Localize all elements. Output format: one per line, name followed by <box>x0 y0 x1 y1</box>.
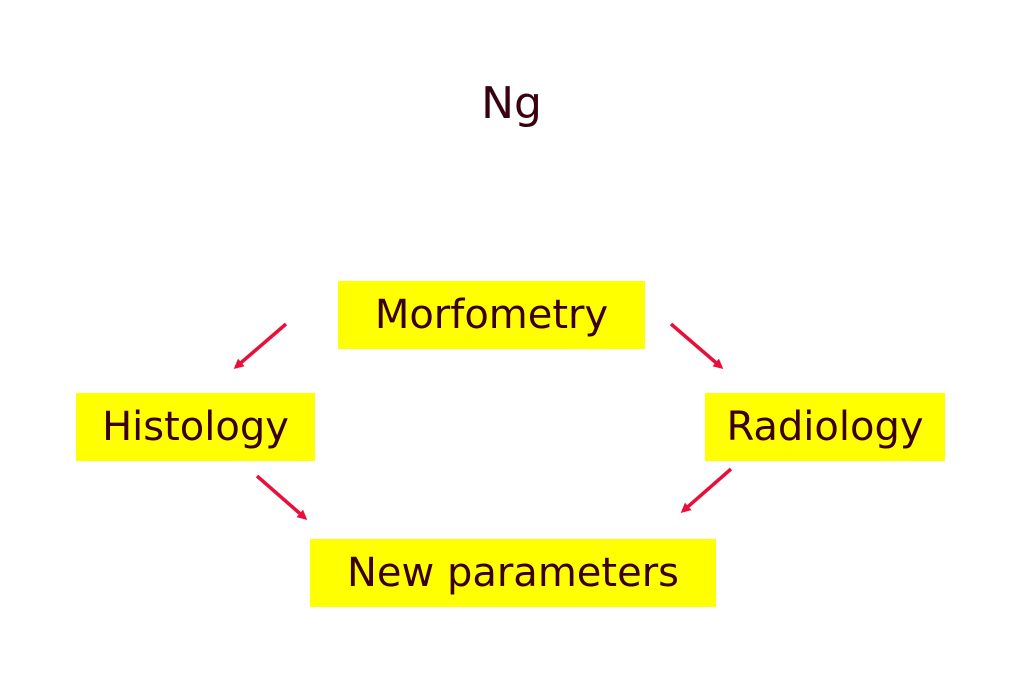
node-histology: Histology <box>76 393 315 461</box>
arrow-histology-to-new-parameters <box>255 474 308 520</box>
arrow-morfometry-to-radiology <box>669 322 724 369</box>
node-morfometry: Morfometry <box>338 281 645 349</box>
slide-title: Ng <box>481 78 542 129</box>
arrow-radiology-to-new-parameters <box>680 467 733 513</box>
node-new-parameters: New parameters <box>310 539 716 607</box>
node-radiology: Radiology <box>705 393 945 461</box>
arrow-morfometry-to-histology <box>233 322 288 369</box>
